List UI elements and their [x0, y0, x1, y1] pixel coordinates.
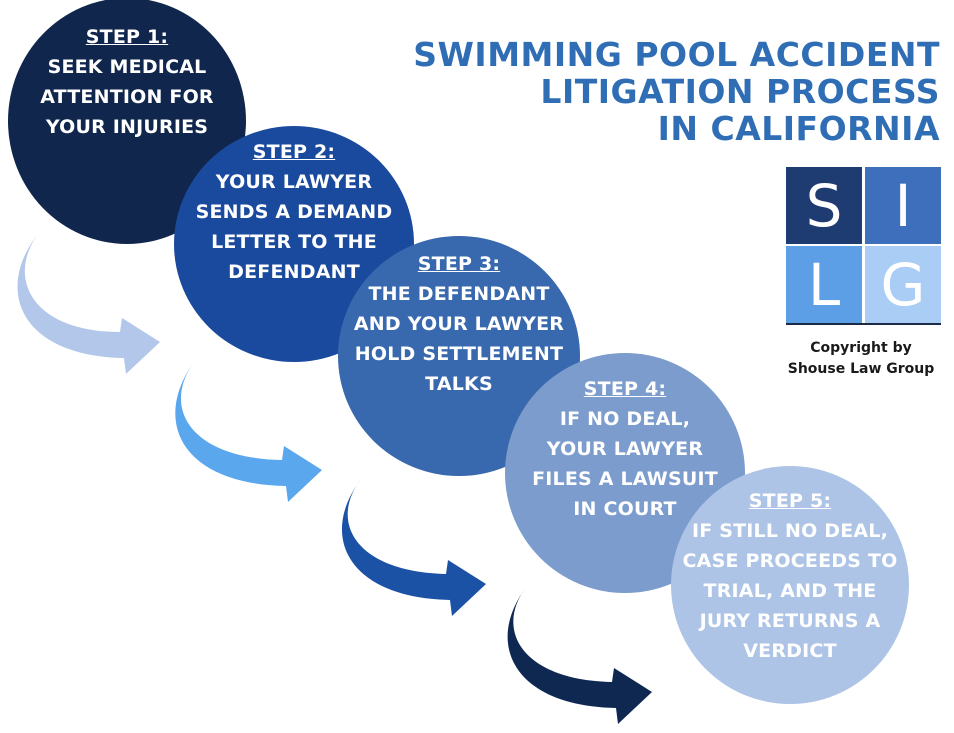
step-5-circle: STEP 5: IF STILL NO DEAL, CASE PROCEEDS … [671, 466, 909, 704]
arrow-2-body [175, 362, 322, 502]
step-5-line-4: JURY RETURNS A [699, 610, 881, 632]
step-1-line-3: YOUR INJURIES [45, 116, 209, 138]
step-4-line-3: FILES A LAWSUIT [532, 468, 718, 490]
step-4-heading: STEP 4: [583, 378, 667, 400]
step-2-line-3: LETTER TO THE [211, 231, 377, 253]
copyright-line-2: Shouse Law Group [787, 361, 935, 377]
step-5-line-1: IF STILL NO DEAL, [691, 520, 889, 542]
step-2-line-1: YOUR LAWYER [215, 171, 373, 193]
step-1-heading: STEP 1: [85, 26, 169, 48]
copyright-line-1: Copyright by [810, 340, 912, 356]
step-1-line-1: SEEK MEDICAL [47, 56, 207, 78]
step-3-line-3: HOLD SETTLEMENT [354, 343, 564, 365]
logo-letter-g: G [865, 246, 941, 323]
arrow-2 [175, 362, 322, 502]
title-line-3: IN CALIFORNIA [657, 109, 940, 148]
step-2-line-2: SENDS A DEMAND [195, 201, 393, 223]
step-3-line-4: TALKS [425, 373, 493, 395]
arrow-3 [341, 478, 486, 616]
step-2-circle: STEP 2: YOUR LAWYER SENDS A DEMAND LETTE… [174, 126, 414, 362]
step-5-heading: STEP 5: [748, 490, 832, 512]
arrow-3-body [341, 478, 486, 616]
copyright-notice: Copyright by Shouse Law Group [766, 338, 954, 380]
step-2-heading: STEP 2: [252, 141, 336, 163]
arrow-1-body [17, 234, 160, 374]
logo-letter-l: L [786, 246, 862, 323]
arrow-4-body [507, 586, 652, 724]
step-5-line-3: TRIAL, AND THE [703, 580, 877, 602]
step-4-line-4: IN COURT [573, 498, 677, 520]
step-4-line-2: YOUR LAWYER [546, 438, 704, 460]
page-title: SWIMMING POOL ACCIDENT LITIGATION PROCES… [380, 36, 940, 147]
slg-logo: S I L G [786, 167, 941, 325]
step-3-line-1: THE DEFENDANT [368, 283, 550, 305]
step-2-line-4: DEFENDANT [228, 261, 360, 283]
step-3-heading: STEP 3: [417, 253, 501, 275]
step-4-line-1: IF NO DEAL, [559, 408, 691, 430]
step-3-line-2: AND YOUR LAWYER [353, 313, 565, 335]
arrow-4 [507, 586, 652, 724]
step-5-line-5: VERDICT [743, 640, 837, 662]
title-line-2: LITIGATION PROCESS [540, 72, 940, 111]
title-line-1: SWIMMING POOL ACCIDENT [413, 35, 940, 74]
logo-letter-i: I [865, 167, 941, 244]
step-5-line-2: CASE PROCEEDS TO [682, 550, 898, 572]
step-1-line-2: ATTENTION FOR [40, 86, 214, 108]
logo-letter-s: S [786, 167, 862, 244]
arrow-1 [17, 234, 160, 374]
